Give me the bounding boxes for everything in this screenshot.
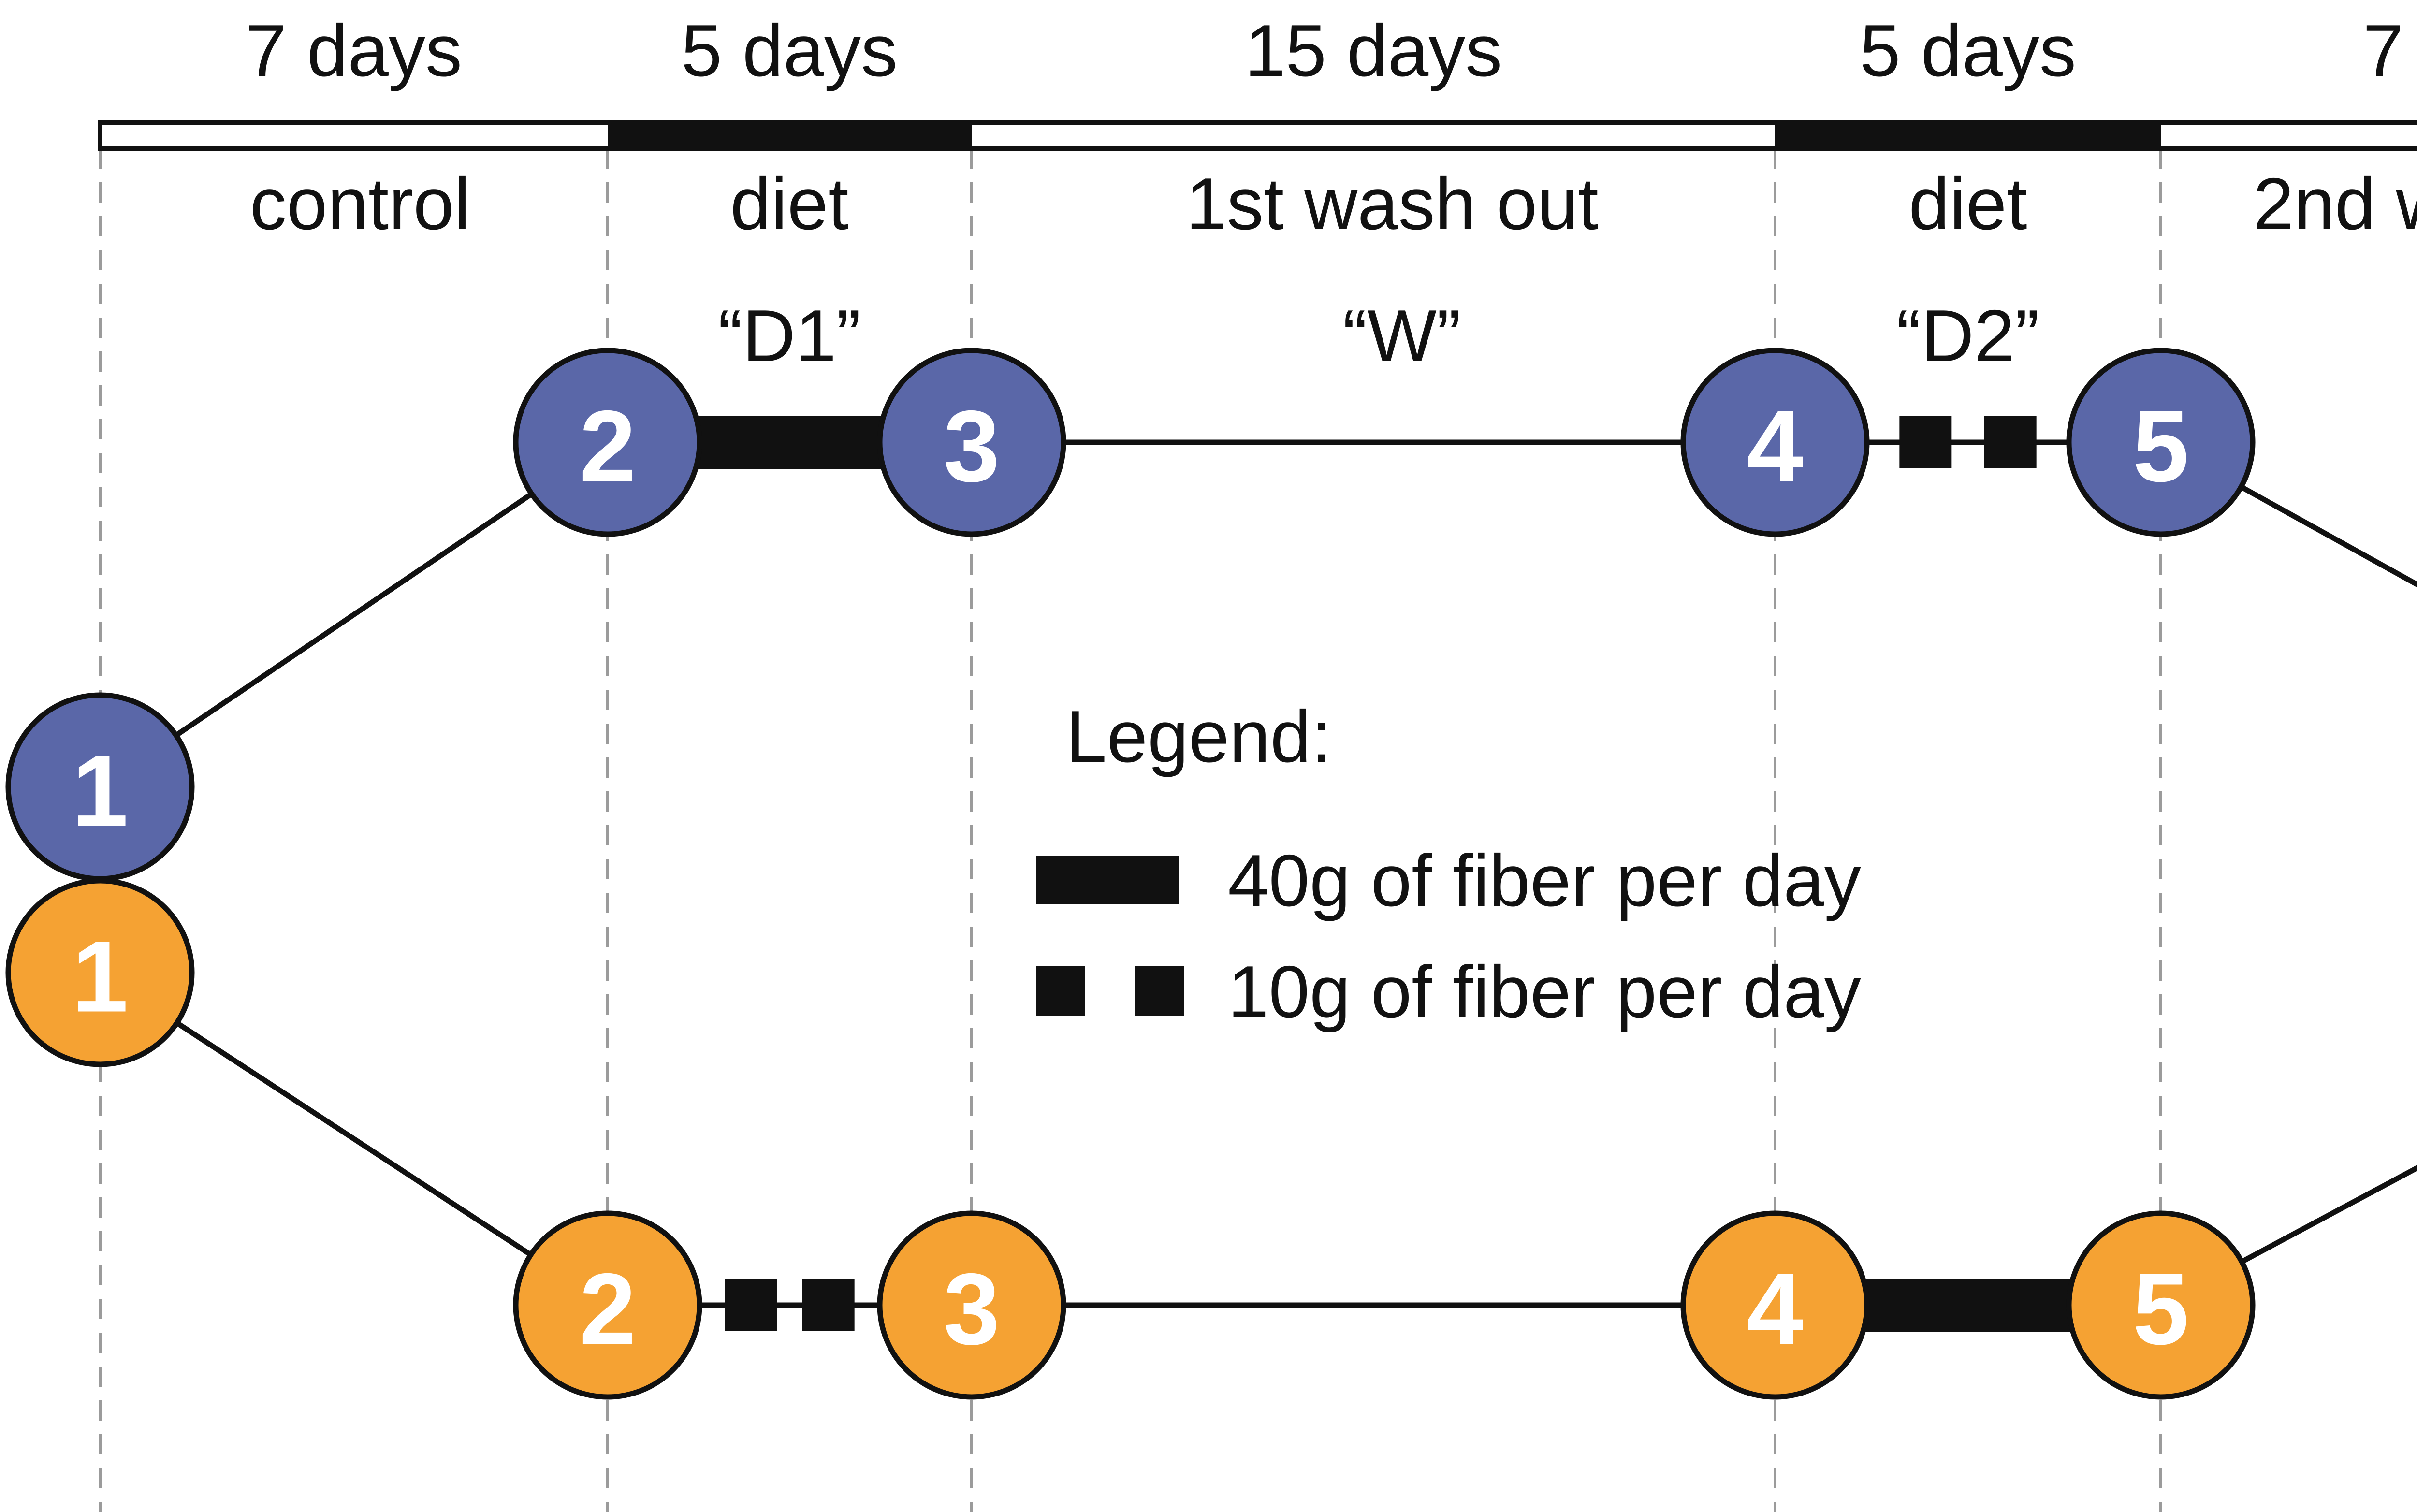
visit-node [877, 1210, 1066, 1400]
visit-node [2066, 1210, 2256, 1400]
phase-label: diet [1908, 163, 2027, 245]
visit-number: 5 [2133, 390, 2189, 503]
period-code-label: “D1” [718, 295, 861, 377]
duration-label: 7 days [246, 10, 462, 92]
figure-labels: 7 days 5 days 15 days 5 days 7 days cont… [246, 10, 2417, 1033]
fiber-10g-square [1984, 416, 2037, 468]
fiber-40g-bar [1864, 1279, 2072, 1332]
legend-10g-swatch-square [1036, 966, 1085, 1016]
fiber-10g-square [725, 1279, 777, 1331]
visit-node [513, 1210, 702, 1400]
timeline-diet-segment [1775, 123, 2161, 148]
timeline-diet-segment [608, 123, 972, 148]
phase-label: 2nd wash out [2253, 163, 2417, 245]
visit-node [513, 348, 702, 537]
phase-label: control [250, 163, 470, 245]
visit-number: 3 [944, 1252, 1000, 1366]
connector-line [98, 440, 610, 789]
duration-label: 7 days [2363, 10, 2417, 92]
connector-line [2159, 1164, 2417, 1308]
visit-node [1680, 348, 1870, 537]
visit-node [5, 878, 195, 1067]
timeline-bar [98, 120, 2417, 151]
period-code-label: “W” [1343, 295, 1461, 377]
visit-number: 2 [580, 1252, 636, 1366]
visit-number: 5 [2133, 1252, 2189, 1366]
visit-number: 4 [1747, 390, 1804, 503]
fiber-40g-bar [697, 416, 883, 469]
duration-label: 5 days [1860, 10, 2076, 92]
fiber-intervention-symbols [697, 416, 2072, 1332]
visit-node [2066, 348, 2256, 537]
duration-label: 15 days [1245, 10, 1502, 92]
phase-label: diet [730, 163, 848, 245]
duration-label: 5 days [681, 10, 898, 92]
visit-node [877, 348, 1066, 537]
connector-line [98, 970, 610, 1308]
connector-line [2159, 440, 2417, 588]
visit-node [1680, 1210, 1870, 1400]
visit-nodes: 123456123456 [5, 348, 2256, 1400]
visit-number: 4 [1747, 1252, 1804, 1366]
period-code-label: “D2” [1896, 295, 2039, 377]
legend-40g-swatch [1036, 856, 1179, 904]
fiber-10g-square [802, 1279, 855, 1331]
visit-number: 1 [72, 920, 129, 1033]
phase-label: 1st wash out [1186, 163, 1598, 245]
legend-10g-swatch-square [1135, 966, 1184, 1016]
legend-title: Legend: [1066, 696, 1331, 778]
fiber-10g-square [1899, 416, 1952, 468]
timeline-bar-outline [98, 120, 2417, 151]
visit-number: 3 [944, 390, 1000, 503]
visit-number: 1 [72, 734, 129, 848]
legend-item-label: 10g of fiber per day [1228, 951, 1861, 1033]
legend-item-label: 40g of fiber per day [1228, 840, 1861, 922]
visit-number: 2 [580, 390, 636, 503]
